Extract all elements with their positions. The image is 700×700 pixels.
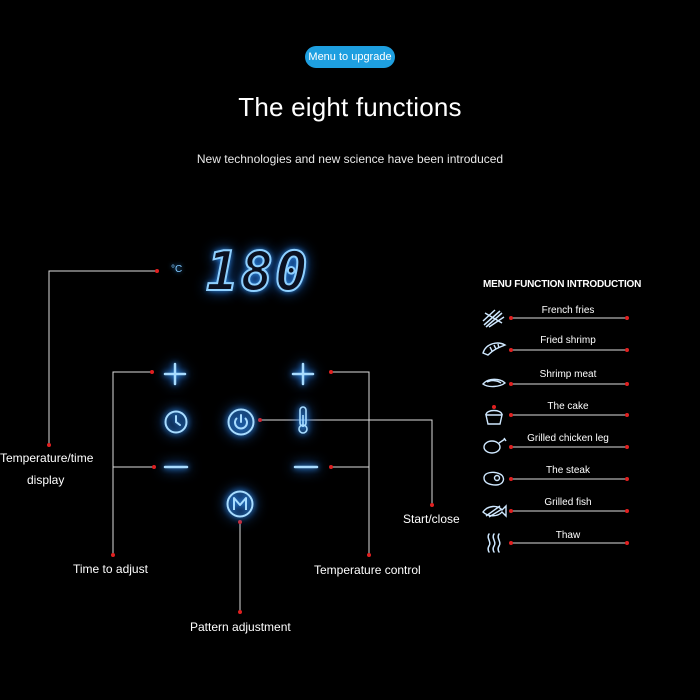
label-temp-time-display-1: Temperature/time bbox=[0, 451, 94, 465]
cake-icon bbox=[485, 405, 503, 425]
menu-item-label: Shrimp meat bbox=[539, 369, 597, 380]
menu-item-french-fries: French fries bbox=[480, 305, 630, 333]
time-plus-button[interactable] bbox=[163, 362, 187, 386]
thermometer-icon bbox=[298, 406, 308, 434]
temperature-display: 180 bbox=[205, 239, 310, 304]
page-subtitle: New technologies and new science have be… bbox=[196, 152, 504, 166]
menu-item-label: Grilled chicken leg bbox=[527, 433, 609, 444]
power-button[interactable] bbox=[226, 407, 256, 437]
temperature-unit: °C bbox=[171, 264, 183, 275]
menu-item-label: The cake bbox=[547, 401, 589, 412]
label-temp-time-display-2: display bbox=[27, 473, 65, 487]
menu-item-thaw: Thaw bbox=[480, 530, 630, 558]
mode-button[interactable] bbox=[225, 489, 255, 519]
menu-item-label: French fries bbox=[541, 305, 595, 316]
page-title: The eight functions bbox=[238, 92, 462, 122]
temperature-plus-button[interactable] bbox=[291, 362, 315, 386]
menu-item-shrimp-meat: Shrimp meat bbox=[480, 369, 630, 397]
thaw-icon bbox=[487, 533, 501, 553]
timer-icon bbox=[164, 410, 188, 434]
temperature-minus-button[interactable] bbox=[293, 460, 319, 474]
menu-upgrade-badge: Menu to upgrade bbox=[305, 46, 395, 68]
label-temperature-control: Temperature control bbox=[314, 563, 421, 577]
menu-item-label: Fried shrimp bbox=[540, 335, 596, 346]
fish-icon bbox=[482, 504, 507, 518]
menu-title: MENU FUNCTION INTRODUCTION bbox=[483, 279, 642, 290]
menu-item-grilled-chicken-leg: Grilled chicken leg bbox=[480, 433, 630, 461]
chicken-leg-icon bbox=[483, 437, 507, 454]
time-minus-button[interactable] bbox=[163, 460, 189, 474]
steak-icon bbox=[483, 471, 505, 486]
menu-item-grilled-fish: Grilled fish bbox=[480, 497, 630, 525]
menu-item-label: Grilled fish bbox=[544, 497, 592, 508]
menu-item-the-cake: The cake bbox=[480, 401, 630, 429]
menu-item-the-steak: The steak bbox=[480, 465, 630, 493]
menu-item-label: The steak bbox=[546, 465, 590, 476]
menu-item-fried-shrimp: Fried shrimp bbox=[480, 335, 630, 363]
shrimp-meat-icon bbox=[482, 378, 507, 388]
menu-item-label: Thaw bbox=[555, 530, 581, 541]
fries-icon bbox=[482, 309, 505, 328]
label-time-to-adjust: Time to adjust bbox=[73, 562, 148, 576]
label-pattern-adjustment: Pattern adjustment bbox=[190, 620, 291, 634]
shrimp-icon bbox=[482, 342, 507, 356]
label-start-close: Start/close bbox=[403, 512, 460, 526]
